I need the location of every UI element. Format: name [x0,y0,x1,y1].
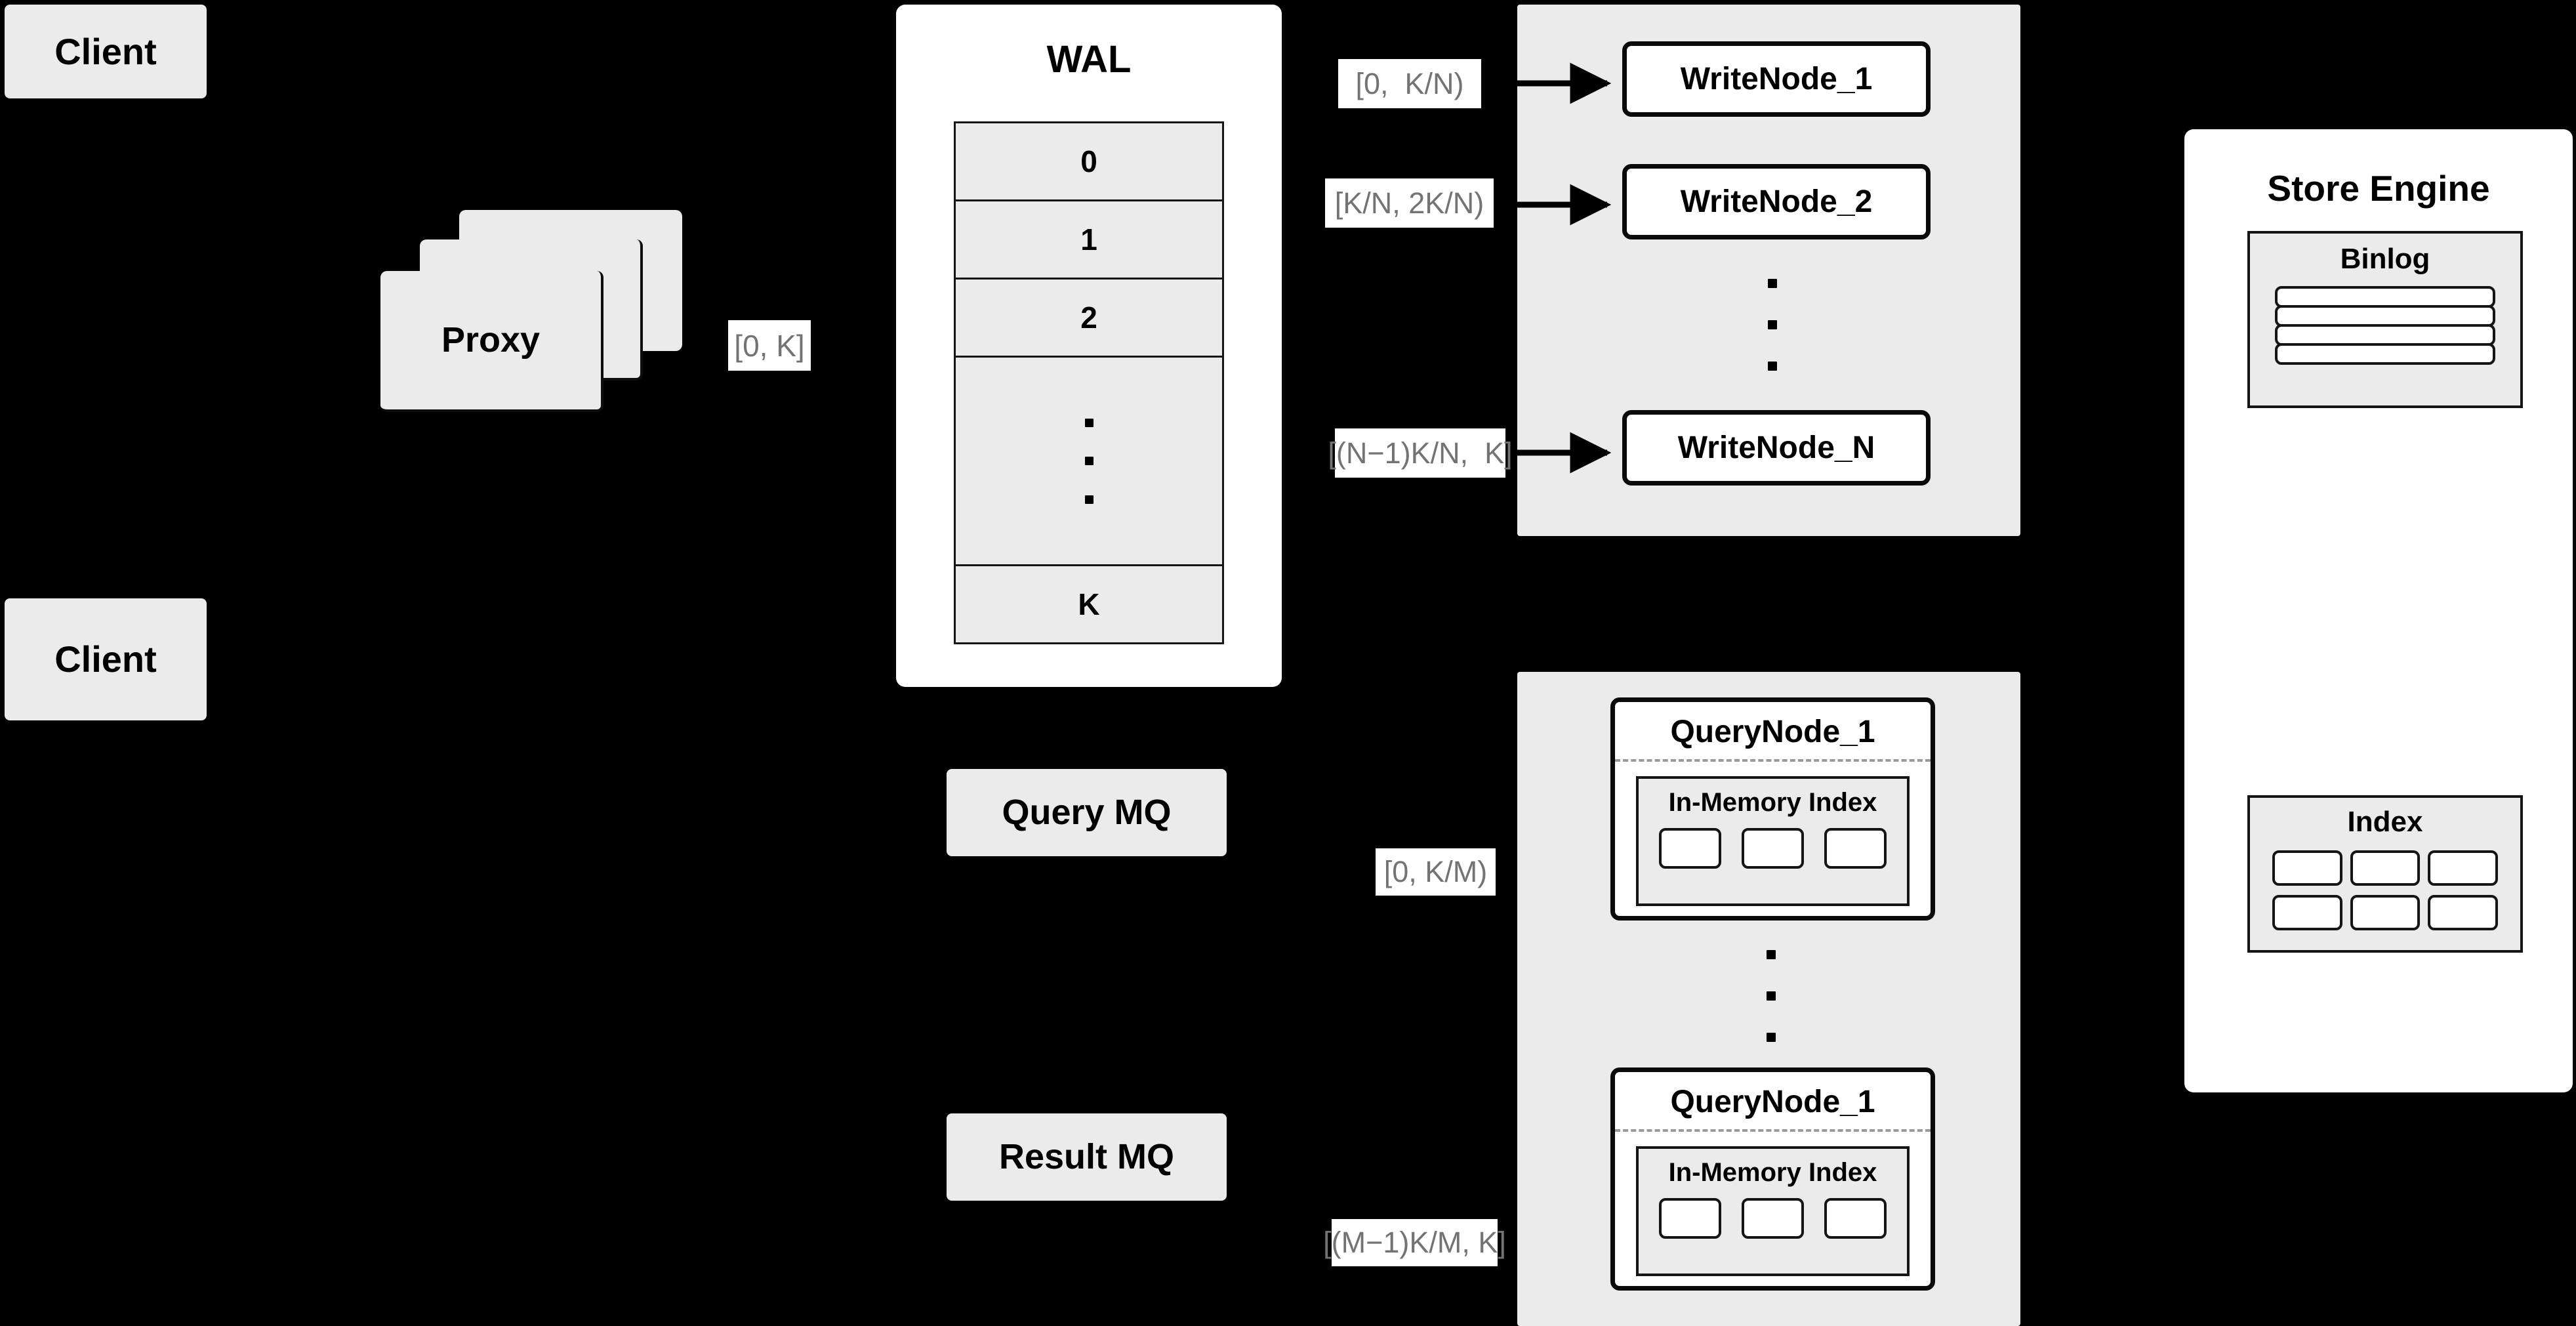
query-node-1-label: QueryNode_1 [1615,714,1931,750]
index-segment-chip[interactable] [1659,828,1721,869]
store-engine-title: Store Engine [2184,167,2573,209]
index-segment-chip[interactable] [1824,1198,1887,1239]
query-node-m-range-label: [(M−1)K/M, K] [1323,1219,1506,1266]
write-node-n[interactable]: WriteNode_N [1622,410,1931,486]
query-node-m-memory-index-title: In-Memory Index [1639,1149,1907,1188]
index-cell[interactable] [2272,850,2342,886]
binlog-entry[interactable] [2275,343,2495,365]
write-node-2-range-text: [K/N, 2K/N) [1334,186,1484,220]
index-segment-chip[interactable] [1742,1198,1804,1239]
binlog-entry-list [2275,286,2495,365]
write-node-1-range-label: [0, K/N) [1338,59,1481,108]
wal-row-label: 1 [1080,222,1097,257]
query-node-m-segment-row [1639,1198,1907,1239]
query-node-1-label-text: QueryNode_1 [1670,715,1875,749]
index-segment-chip[interactable] [1659,1198,1721,1239]
query-node-m[interactable]: QueryNode_1 In-Memory Index [1610,1067,1935,1291]
write-node-1[interactable]: WriteNode_1 [1622,41,1931,117]
query-node-1[interactable]: QueryNode_1 In-Memory Index [1610,697,1935,921]
wal-row-label: K [1078,587,1100,621]
query-node-1-divider [1615,759,1931,762]
wal-row[interactable]: 1 [954,201,1224,280]
query-node-1-memory-index-title-text: In-Memory Index [1668,788,1877,817]
query-node-1-range-label: [0, K/M) [1376,848,1496,896]
write-node-1-label: WriteNode_1 [1680,62,1873,96]
result-mq-node[interactable]: Result MQ [947,1113,1227,1201]
query-node-m-memory-index-title-text: In-Memory Index [1668,1158,1877,1187]
write-node-1-range-text: [0, K/N) [1355,66,1464,100]
write-node-2[interactable]: WriteNode_2 [1622,164,1931,239]
query-node-m-divider [1615,1129,1931,1132]
wal-row-label: 2 [1080,300,1097,335]
proxy-card-front[interactable]: Proxy [380,271,603,412]
result-mq-label: Result MQ [998,1136,1175,1176]
proxy-stack[interactable]: Proxy [380,210,682,426]
wal-row-label: 0 [1080,144,1097,178]
wal-row-ellipsis [954,358,1224,566]
index-title: Index [2250,798,2520,839]
wal-vertical-ellipsis-icon [1084,418,1094,504]
binlog-title-text: Binlog [2340,243,2430,275]
index-segment-chip[interactable] [1824,828,1887,869]
query-mq-node[interactable]: Query MQ [947,769,1227,856]
query-node-m-label: QueryNode_1 [1615,1084,1931,1120]
wal-row[interactable]: 2 [954,280,1224,358]
wal-row[interactable]: 0 [954,121,1224,201]
index-cell[interactable] [2350,895,2421,930]
query-node-1-segment-row [1639,828,1907,869]
index-segment-chip[interactable] [1742,828,1804,869]
write-node-n-label: WriteNode_N [1677,430,1875,465]
store-engine-panel: Store Engine Binlog Index [2184,129,2573,1092]
query-mq-label: Query MQ [1002,792,1172,832]
client-node-1-label: Client [54,30,157,72]
proxy-label: Proxy [441,320,541,360]
store-engine-title-text: Store Engine [2267,168,2490,209]
write-node-n-range-label: [(N−1)K/N, K] [1328,428,1513,478]
query-cluster-vertical-ellipsis-icon [1767,950,1776,1042]
proxy-output-range-text: [0, K] [734,328,805,363]
wal-row-list: 0 1 2 K [954,121,1224,644]
index-cell[interactable] [2428,895,2498,930]
query-node-m-label-text: QueryNode_1 [1670,1085,1875,1119]
index-cell[interactable] [2272,895,2342,930]
proxy-output-range-label: [0, K] [728,320,811,371]
wal-title: WAL [896,37,1282,81]
index-cell[interactable] [2350,850,2421,886]
client-node-1[interactable]: Client [5,5,207,98]
index-group: Index [2247,795,2523,953]
write-node-2-label: WriteNode_2 [1680,184,1873,219]
binlog-group: Binlog [2247,231,2523,408]
wal-title-text: WAL [1046,38,1132,81]
query-node-1-memory-index: In-Memory Index [1636,776,1910,906]
query-node-1-range-text: [0, K/M) [1383,855,1488,888]
wal-row[interactable]: K [954,566,1224,644]
write-node-n-range-text: [(N−1)K/N, K] [1328,436,1513,470]
write-cluster-vertical-ellipsis-icon [1768,279,1777,371]
write-node-2-range-label: [K/N, 2K/N) [1325,178,1494,228]
index-cell-grid [2272,850,2498,930]
client-node-2[interactable]: Client [5,598,207,720]
client-node-2-label: Client [54,638,157,680]
query-node-m-range-text: [(M−1)K/M, K] [1323,1226,1506,1259]
index-title-text: Index [2347,806,2423,838]
index-cell[interactable] [2428,850,2498,886]
query-node-1-memory-index-title: In-Memory Index [1639,779,1907,818]
binlog-title: Binlog [2250,234,2520,276]
query-node-m-memory-index: In-Memory Index [1636,1146,1910,1276]
wal-panel: WAL 0 1 2 K [896,5,1282,687]
